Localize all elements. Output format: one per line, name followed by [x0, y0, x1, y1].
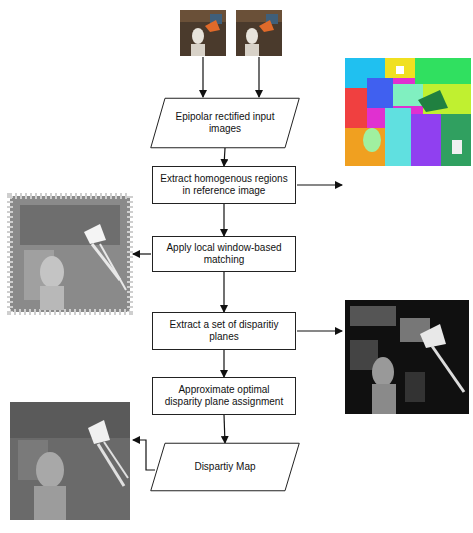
flow-arrow — [223, 272, 224, 312]
flow-arrow — [224, 148, 225, 166]
process-box: Apply local window-based matching — [152, 236, 296, 272]
io-parallelogram: Dispartiy Map — [150, 443, 300, 491]
leader-arrow — [297, 184, 342, 185]
flow-arrow — [223, 350, 224, 377]
segmentation-image — [345, 58, 471, 166]
node-label: Apply local window-based matching — [159, 242, 289, 266]
process-box: Extract homogenous regions in reference … — [152, 166, 296, 204]
node-label: Approximate optimal disparity plane assi… — [159, 384, 289, 408]
flow-arrow — [223, 204, 224, 236]
process-box: Extract a set of disparitiy planes — [152, 312, 296, 350]
node-label: Dispartiy Map — [194, 461, 255, 473]
left-input-photo — [180, 10, 226, 56]
right-input-photo — [236, 10, 282, 56]
process-box: Approximate optimal disparity plane assi… — [152, 377, 296, 415]
flow-arrow — [224, 415, 225, 443]
node-label: Extract a set of disparitiy planes — [159, 319, 289, 343]
leader-arrow — [133, 253, 151, 254]
disparity-planes-image — [345, 300, 469, 414]
node-label: Epipolar rectified input images — [168, 111, 282, 135]
leader-arrow — [297, 330, 342, 331]
matching-image — [10, 196, 130, 312]
io-parallelogram: Epipolar rectified input images — [150, 98, 300, 148]
leader-arrow — [202, 57, 203, 97]
leader-arrow — [133, 440, 155, 470]
leader-arrow — [258, 57, 259, 97]
node-label: Extract homogenous regions in reference … — [159, 173, 289, 197]
disparity-map-image — [10, 402, 130, 520]
